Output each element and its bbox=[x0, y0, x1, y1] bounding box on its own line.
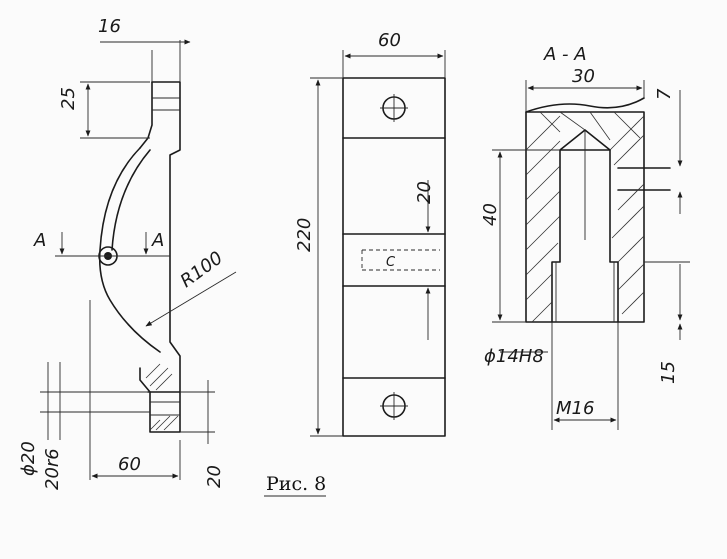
section-label: A - A bbox=[543, 44, 587, 65]
dim-25: 25 bbox=[58, 87, 79, 110]
dim-m16: M16 bbox=[556, 398, 594, 419]
dim-7: 7 bbox=[654, 88, 675, 100]
cut-marker-left: A bbox=[33, 230, 46, 251]
dim-20r6: 20r6 bbox=[42, 448, 63, 490]
side-view: 16 25 A A R100 60 20 ϕ20 20r6 bbox=[18, 16, 237, 490]
figure-caption: Рис. 8 bbox=[266, 473, 326, 495]
dim-15: 15 bbox=[658, 361, 679, 384]
dim-16: 16 bbox=[98, 16, 121, 37]
front-view: C 60 220 20 bbox=[294, 30, 446, 437]
section-view: A - A bbox=[480, 44, 690, 430]
dim-phi20: ϕ20 bbox=[18, 441, 39, 476]
section-hatch-right bbox=[609, 115, 645, 315]
dim-20-mid: 20 bbox=[414, 181, 435, 204]
radius-r100: R100 bbox=[177, 248, 227, 293]
dim-20-bottom: 20 bbox=[204, 465, 225, 488]
dim-60-bottom: 60 bbox=[118, 454, 141, 475]
side-hatch bbox=[145, 363, 179, 431]
dim-60-top: 60 bbox=[378, 30, 401, 51]
dim-220: 220 bbox=[294, 218, 315, 252]
dim-phi14h8: ϕ14H8 bbox=[484, 346, 544, 367]
cut-marker-right: A bbox=[151, 230, 164, 251]
section-hatch-top bbox=[539, 111, 641, 141]
dim-40: 40 bbox=[480, 203, 501, 226]
dim-30: 30 bbox=[572, 66, 595, 87]
svg-text:C: C bbox=[386, 255, 396, 270]
section-hatch-left bbox=[525, 115, 561, 323]
